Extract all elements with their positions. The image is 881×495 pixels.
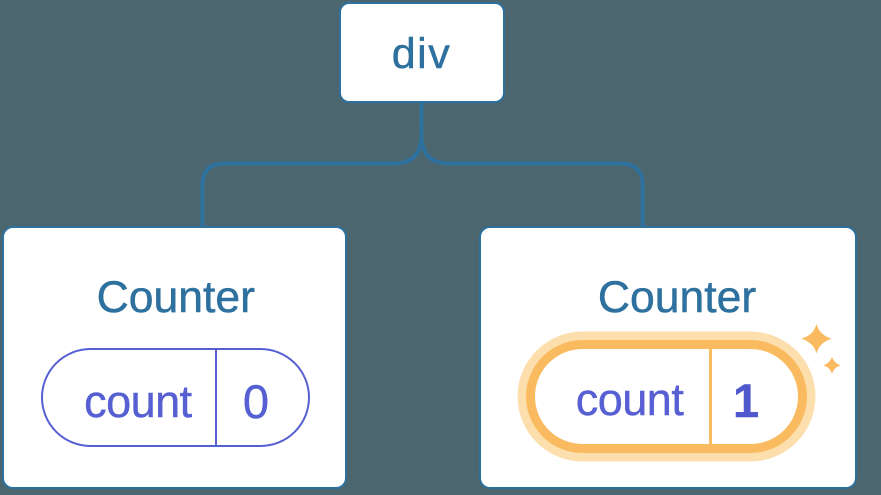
connector-left-branch bbox=[200, 101, 424, 226]
connector-right-branch bbox=[419, 101, 645, 226]
state-key-cell-left: count bbox=[43, 350, 217, 445]
root-node-label: div bbox=[391, 30, 452, 78]
state-pill-left: count 0 bbox=[40, 348, 310, 447]
card-title-left: Counter bbox=[96, 273, 255, 323]
sparkle-large bbox=[801, 323, 832, 353]
card-title-right: Counter bbox=[597, 273, 757, 323]
state-key-right: count bbox=[575, 374, 684, 426]
sparkles-icon bbox=[801, 323, 841, 374]
state-value-right: 1 bbox=[732, 373, 760, 427]
state-pill-right-highlighted: count 1 bbox=[526, 339, 808, 453]
counter-card-left: Counter count 0 bbox=[2, 225, 347, 489]
state-key-cell-right: count bbox=[535, 348, 712, 444]
state-value-cell-right: 1 bbox=[712, 349, 799, 444]
state-key-left: count bbox=[84, 375, 192, 427]
counter-card-right: Counter count 1 bbox=[479, 225, 857, 489]
state-value-cell-left: 0 bbox=[217, 350, 308, 445]
root-node-div: div bbox=[338, 2, 505, 103]
sparkle-small bbox=[822, 356, 841, 374]
state-value-left: 0 bbox=[242, 375, 270, 429]
